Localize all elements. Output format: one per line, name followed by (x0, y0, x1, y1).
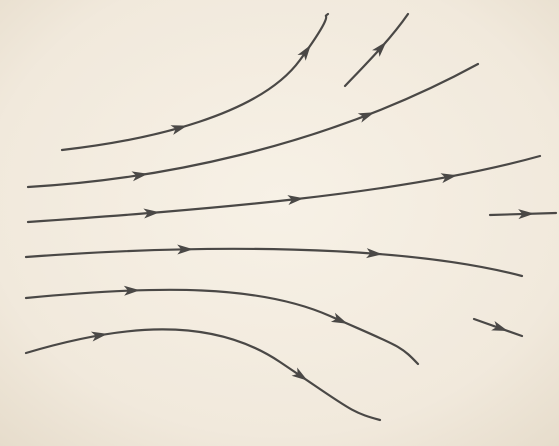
paper-background (0, 0, 559, 446)
diagram-canvas (0, 0, 559, 446)
field-line-diagram (0, 0, 559, 446)
